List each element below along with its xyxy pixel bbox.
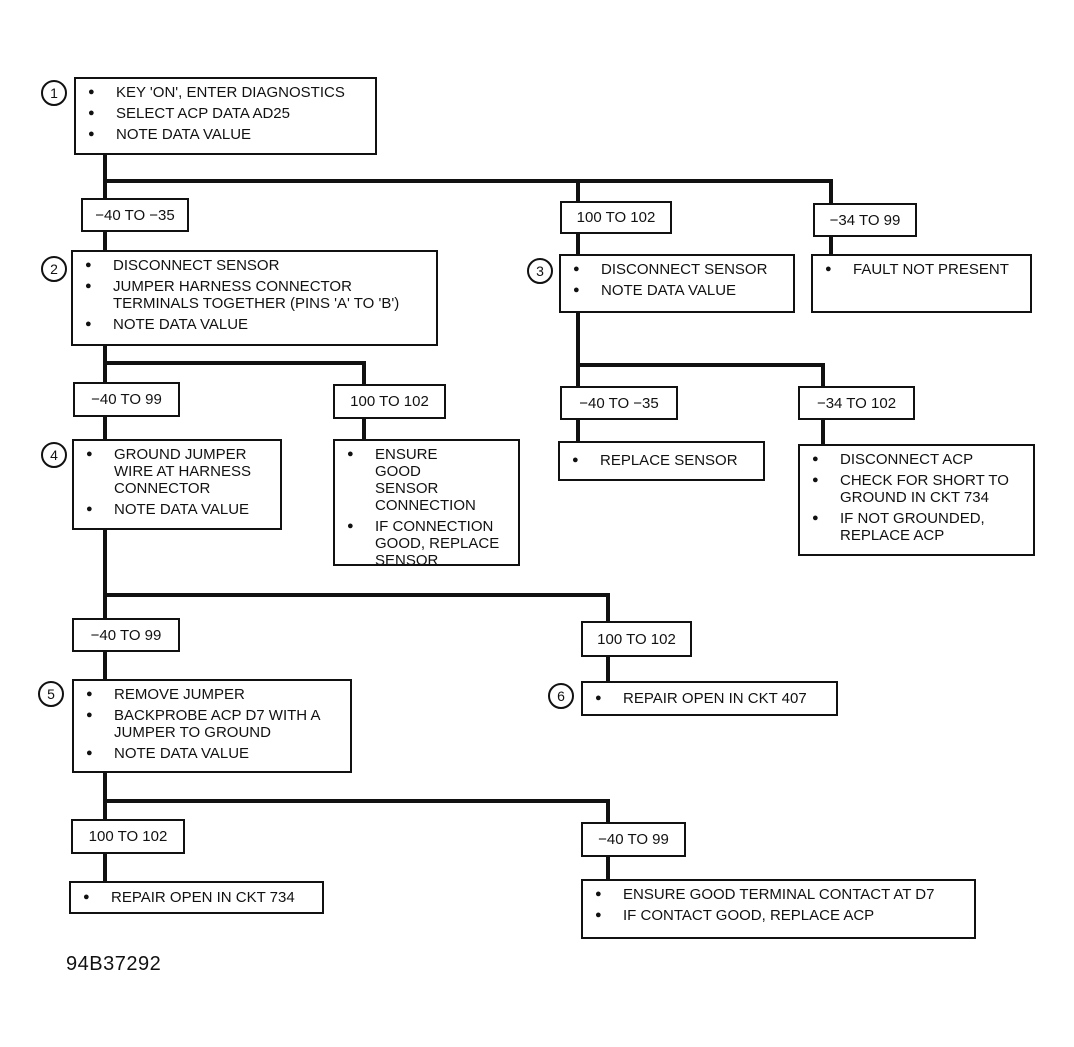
value-range-box: 100 TO 102 (71, 819, 185, 854)
result-line: REPLACE SENSOR (570, 452, 755, 469)
replace-sensor-box: REPLACE SENSOR (558, 441, 765, 481)
step-number-1: 1 (41, 80, 67, 106)
result-line: ENSURE GOOD TERMINAL CONTACT AT D7 (593, 886, 966, 903)
connector (103, 799, 610, 824)
connector (103, 593, 610, 623)
repair-734-box: REPAIR OPEN IN CKT 734 (69, 881, 324, 914)
result-line: ENSURE GOOD SENSOR CONNECTION (345, 446, 485, 514)
step-number-4: 4 (41, 442, 67, 468)
value-range-box: 100 TO 102 (560, 201, 672, 234)
result-line: IF NOT GROUNDED, REPLACE ACP (810, 510, 1020, 544)
connector (103, 179, 833, 205)
step-6-box: REPAIR OPEN IN CKT 407 (581, 681, 838, 716)
value-range-box: −40 TO 99 (72, 618, 180, 652)
disconnect-acp-box: DISCONNECT ACP CHECK FOR SHORT TO GROUND… (798, 444, 1035, 556)
step-3-line: NOTE DATA VALUE (571, 282, 785, 299)
step-5-line: REMOVE JUMPER (84, 686, 342, 703)
result-line: CHECK FOR SHORT TO GROUND IN CKT 734 (810, 472, 1030, 506)
step-3-line: DISCONNECT SENSOR (571, 261, 785, 278)
value-range-box: 100 TO 102 (333, 384, 446, 419)
figure-code: 94B37292 (66, 953, 162, 975)
value-range-box: −34 TO 99 (813, 203, 917, 237)
step-5-line: NOTE DATA VALUE (84, 745, 342, 762)
ensure-terminal-box: ENSURE GOOD TERMINAL CONTACT AT D7 IF CO… (581, 879, 976, 939)
step-5-box: REMOVE JUMPER BACKPROBE ACP D7 WITH A JU… (72, 679, 352, 773)
result-line: FAULT NOT PRESENT (823, 261, 1022, 278)
step-2-line: NOTE DATA VALUE (83, 316, 428, 333)
step-number-6: 6 (548, 683, 574, 709)
step-3-box: DISCONNECT SENSOR NOTE DATA VALUE (559, 254, 795, 313)
value-range-box: −40 TO −35 (81, 198, 189, 232)
result-line: REPAIR OPEN IN CKT 734 (81, 889, 314, 906)
step-number-2: 2 (41, 256, 67, 282)
step-1-line: KEY 'ON', ENTER DIAGNOSTICS (86, 84, 367, 101)
step-4-line: NOTE DATA VALUE (84, 501, 272, 518)
step-number-3: 3 (527, 258, 553, 284)
step-1-line: SELECT ACP DATA AD25 (86, 105, 367, 122)
result-line: IF CONTACT GOOD, REPLACE ACP (593, 907, 966, 924)
step-4-line: GROUND JUMPER WIRE AT HARNESS CONNECTOR (84, 446, 264, 497)
connector (576, 363, 825, 388)
value-range-box: −34 TO 102 (798, 386, 915, 420)
fault-not-present-box: FAULT NOT PRESENT (811, 254, 1032, 313)
step-2-box: DISCONNECT SENSOR JUMPER HARNESS CONNECT… (71, 250, 438, 346)
step-4-box: GROUND JUMPER WIRE AT HARNESS CONNECTOR … (72, 439, 282, 530)
value-range-box: −40 TO 99 (581, 822, 686, 857)
step-2-line: JUMPER HARNESS CONNECTOR TERMINALS TOGET… (83, 278, 428, 312)
connector (103, 361, 366, 386)
value-range-box: −40 TO −35 (560, 386, 678, 420)
step-1-box: KEY 'ON', ENTER DIAGNOSTICS SELECT ACP D… (74, 77, 377, 155)
result-line: IF CONNECTION GOOD, REPLACE SENSOR (345, 518, 515, 569)
step-number-5: 5 (38, 681, 64, 707)
result-line: DISCONNECT ACP (810, 451, 1025, 468)
ensure-sensor-box: ENSURE GOOD SENSOR CONNECTION IF CONNECT… (333, 439, 520, 569)
value-range-box: 100 TO 102 (581, 621, 692, 657)
step-2-line: DISCONNECT SENSOR (83, 257, 428, 274)
value-range-box: −40 TO 99 (73, 382, 180, 417)
step-5-line: BACKPROBE ACP D7 WITH A JUMPER TO GROUND (84, 707, 346, 741)
step-1-line: NOTE DATA VALUE (86, 126, 367, 143)
step-6-line: REPAIR OPEN IN CKT 407 (593, 690, 828, 707)
